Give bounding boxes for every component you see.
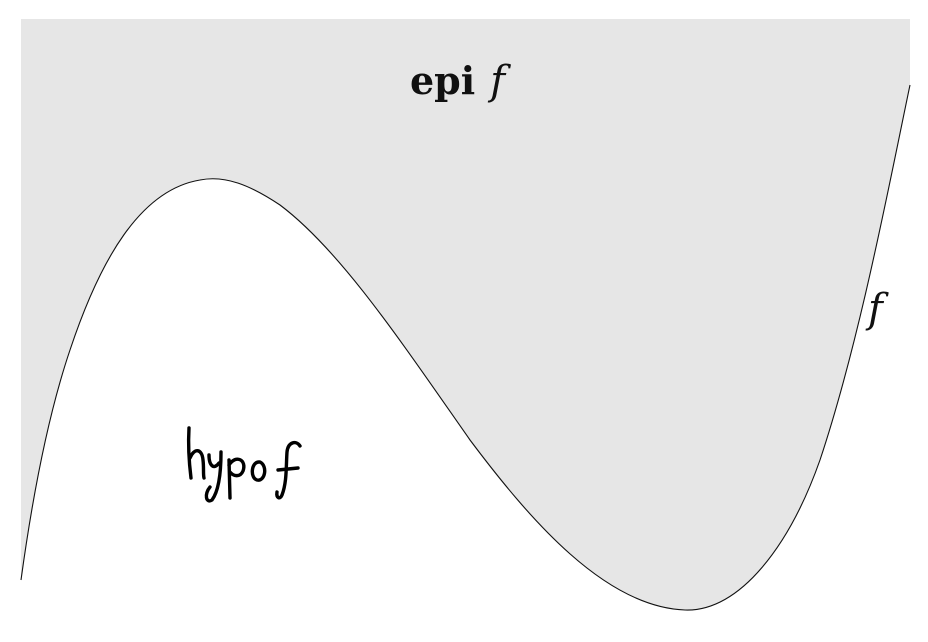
function-curve (20, 84, 911, 611)
hypograph-label (186, 426, 302, 503)
epigraph-label-word: epi (410, 58, 475, 103)
curve-label: f (865, 286, 889, 332)
epigraph-region (21, 19, 910, 611)
epigraph-label: epi f (410, 58, 511, 104)
